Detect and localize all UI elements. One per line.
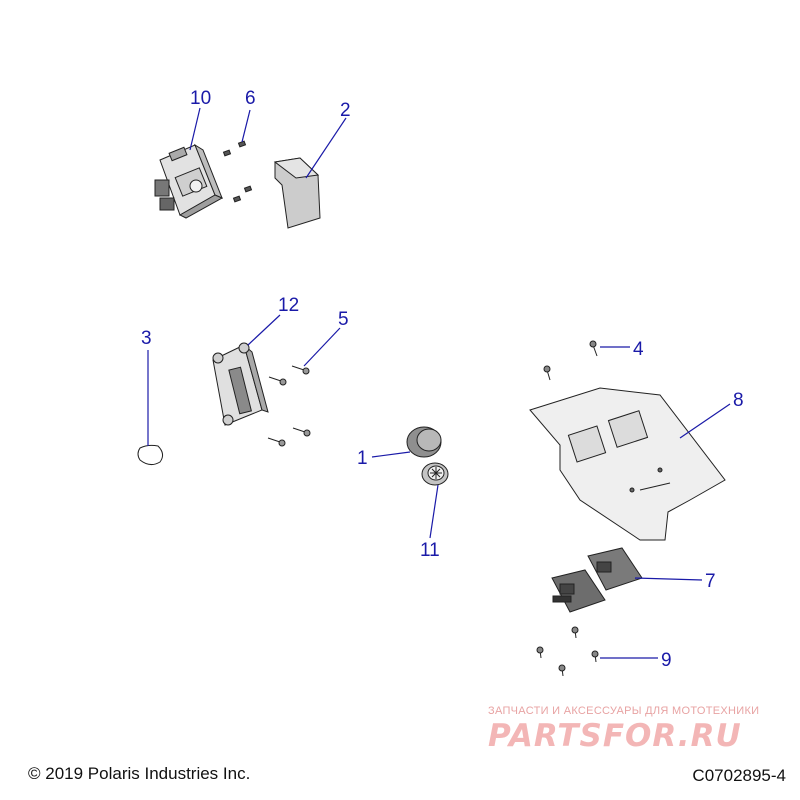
copyright-text: © 2019 Polaris Industries Inc. (28, 764, 251, 783)
callout-10: 10 (190, 88, 211, 109)
callout-1: 1 (357, 448, 368, 469)
callout-12: 12 (278, 295, 299, 316)
part-4-bolts (543, 340, 598, 381)
part-10-control-module (154, 143, 224, 219)
callout-4: 4 (633, 339, 644, 360)
part-11-grommet (421, 462, 449, 486)
part-5-bolts (267, 365, 311, 447)
part-6-screws (222, 140, 253, 203)
part-9-screws (536, 626, 599, 677)
leader-1 (371, 451, 411, 458)
leader-6 (241, 109, 251, 143)
part-code: C0702895-4 (692, 766, 786, 785)
part-12-ecu (212, 342, 269, 426)
callout-7: 7 (705, 571, 716, 592)
callout-6: 6 (245, 88, 256, 109)
callout-5: 5 (338, 309, 349, 330)
watermark-tagline: ЗАПЧАСТИ И АКСЕССУАРЫ ДЛЯ МОТОТЕХНИКИ (488, 705, 760, 717)
leader-8 (679, 403, 731, 439)
callout-2: 2 (340, 100, 351, 121)
part-1-plug (406, 426, 442, 458)
part-3-strap (137, 444, 164, 466)
part-2-cover (273, 157, 321, 229)
leader-11 (429, 484, 439, 539)
part-7-module-pair (551, 547, 643, 613)
callout-11: 11 (420, 540, 440, 561)
leader-2 (305, 117, 347, 179)
leader-5 (303, 327, 341, 367)
leader-7 (634, 577, 703, 581)
callout-9: 9 (661, 650, 672, 671)
watermark-logo: PARTSFOR.RU (488, 718, 742, 754)
callout-3: 3 (141, 328, 152, 349)
leader-10 (189, 107, 201, 151)
callout-8: 8 (733, 390, 744, 411)
leader-12 (247, 314, 281, 346)
part-8-mounting-plate (529, 387, 726, 541)
